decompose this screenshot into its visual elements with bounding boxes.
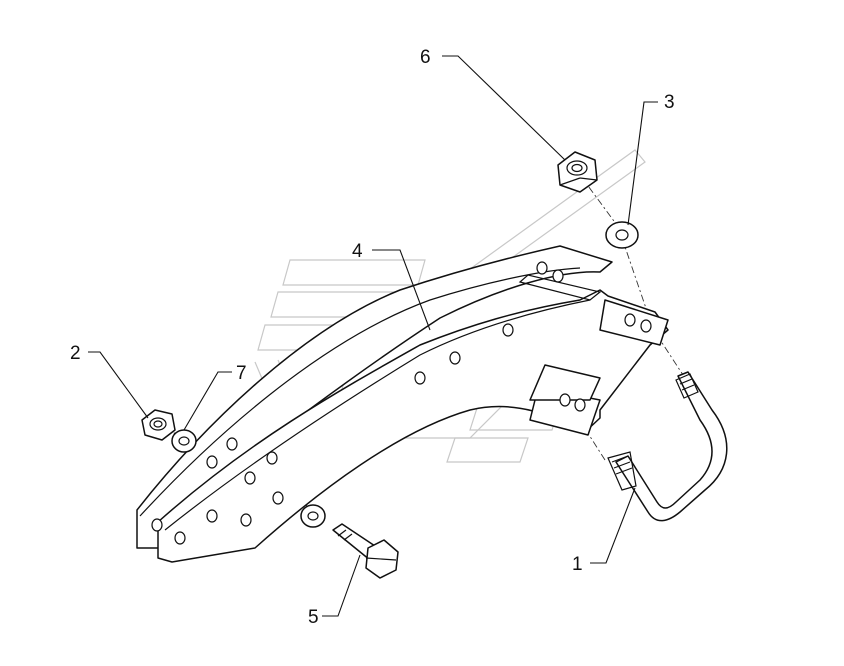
callout-1: 1 bbox=[572, 554, 583, 575]
bracket-part-4 bbox=[136, 245, 669, 563]
nut-part-2 bbox=[141, 409, 176, 441]
washer-part-7 bbox=[171, 429, 197, 453]
callout-6: 6 bbox=[420, 47, 431, 68]
callout-2: 2 bbox=[70, 343, 81, 364]
u-bolt-part-1 bbox=[607, 371, 728, 522]
callout-3: 3 bbox=[664, 92, 675, 113]
callout-5: 5 bbox=[308, 607, 319, 628]
callout-7: 7 bbox=[236, 363, 247, 384]
callout-labels: 6 3 4 2 7 1 5 bbox=[70, 47, 675, 628]
leader-lines bbox=[88, 55, 658, 617]
washer-bolt bbox=[300, 504, 326, 528]
washer-part-3 bbox=[605, 221, 639, 249]
bolt-part-5 bbox=[332, 523, 399, 579]
nut-part-6 bbox=[557, 151, 598, 193]
callout-4: 4 bbox=[352, 241, 363, 262]
bracket-holes bbox=[151, 261, 652, 545]
